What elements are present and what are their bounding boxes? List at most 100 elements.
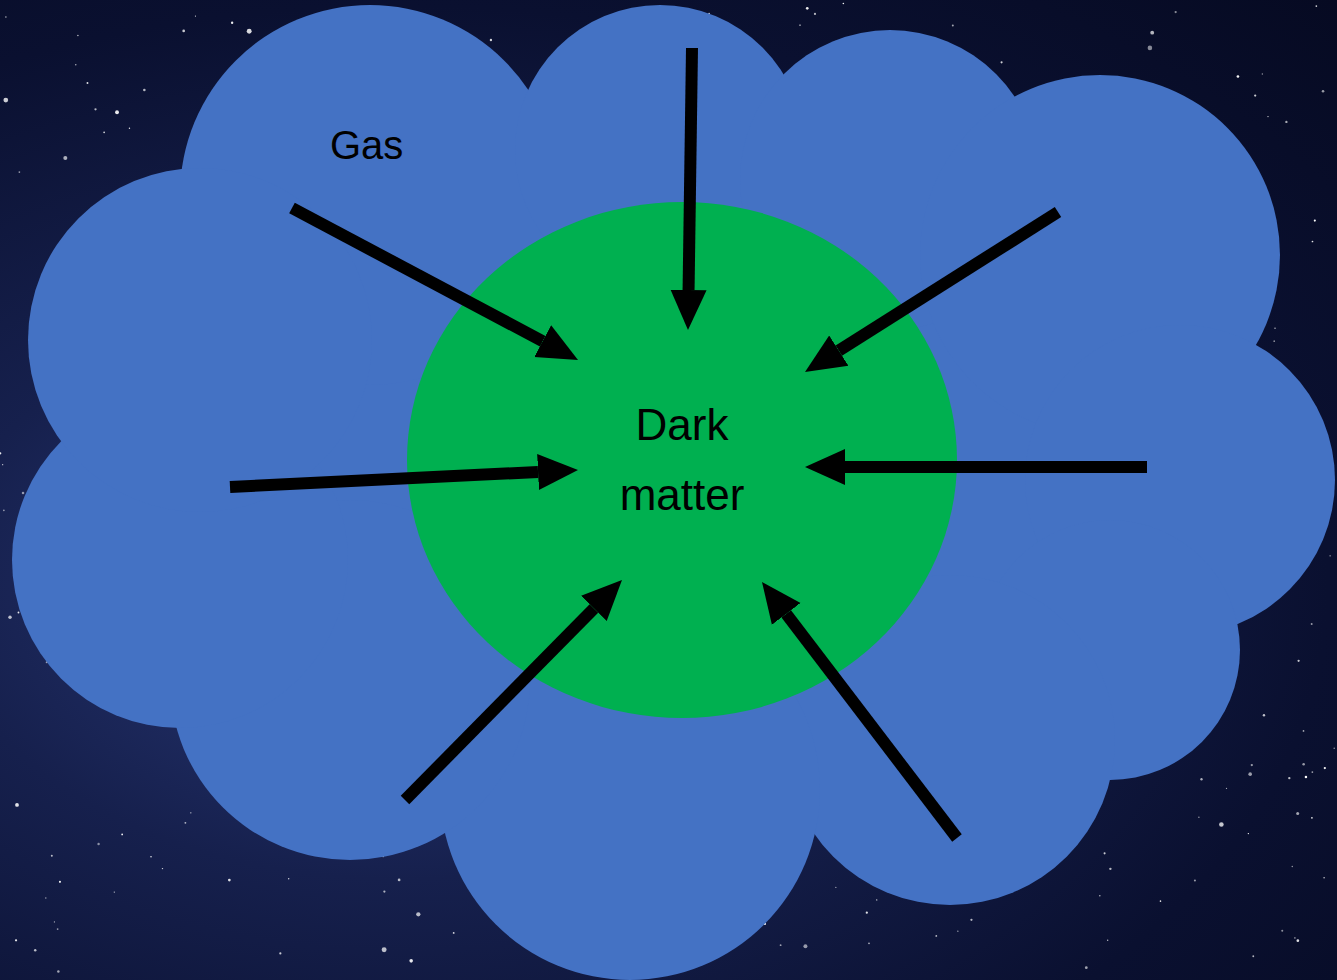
star	[1222, 266, 1223, 267]
star	[1311, 623, 1313, 625]
star	[587, 403, 589, 405]
star	[1185, 337, 1187, 339]
star	[239, 251, 243, 255]
star	[1333, 748, 1334, 749]
star	[1104, 852, 1106, 854]
star	[1248, 772, 1252, 776]
star	[232, 678, 235, 681]
ellipse-outline	[407, 202, 957, 718]
region-label: Gas	[330, 121, 403, 169]
star	[539, 564, 540, 565]
star	[961, 370, 963, 372]
star	[708, 13, 710, 15]
star	[466, 203, 470, 207]
star	[445, 293, 447, 295]
star	[1150, 31, 1154, 35]
star	[346, 120, 349, 123]
star	[1174, 316, 1175, 317]
star	[875, 297, 878, 300]
star	[475, 714, 477, 716]
star	[1322, 90, 1325, 93]
star	[983, 168, 984, 169]
star	[54, 921, 55, 922]
gas-cloud: GasDark matter	[12, 5, 1335, 978]
star	[18, 171, 20, 173]
star	[305, 643, 307, 645]
star	[1144, 444, 1146, 446]
star	[458, 824, 460, 826]
star	[5, 16, 7, 18]
star	[563, 86, 565, 88]
star	[889, 836, 890, 837]
star	[272, 361, 274, 363]
star	[864, 524, 866, 526]
cloud-bump	[920, 75, 1280, 435]
star	[417, 374, 419, 376]
star	[862, 286, 864, 288]
star	[412, 182, 414, 184]
star	[1166, 295, 1168, 297]
star	[790, 543, 791, 544]
star	[582, 855, 584, 857]
star	[1183, 264, 1185, 266]
star	[587, 299, 590, 302]
star	[180, 318, 184, 322]
star	[599, 285, 600, 286]
star	[1297, 660, 1299, 662]
star	[1219, 822, 1224, 827]
star	[103, 131, 105, 133]
star	[835, 41, 836, 42]
star	[353, 250, 356, 253]
star	[1055, 129, 1057, 131]
star	[870, 74, 875, 79]
star	[1235, 306, 1238, 309]
star	[3, 509, 5, 511]
star	[1288, 777, 1290, 779]
star	[574, 804, 577, 807]
arrow	[845, 461, 1147, 473]
star	[378, 611, 381, 614]
star	[57, 970, 59, 972]
star	[790, 583, 792, 585]
star	[241, 554, 244, 557]
star	[538, 803, 542, 807]
star	[1183, 128, 1187, 132]
star	[156, 184, 158, 186]
star	[898, 167, 902, 171]
star	[642, 818, 643, 819]
star	[214, 722, 216, 724]
star	[1267, 116, 1268, 117]
star	[818, 391, 819, 392]
star	[1138, 487, 1140, 489]
star	[841, 253, 846, 258]
star	[1194, 880, 1196, 882]
star	[660, 374, 662, 376]
star	[1296, 812, 1299, 815]
cloud-bump	[28, 168, 372, 512]
star	[780, 944, 782, 946]
star	[1185, 197, 1187, 199]
star	[34, 949, 36, 951]
star	[478, 42, 481, 45]
star	[1001, 61, 1003, 63]
star	[631, 206, 632, 207]
star	[313, 788, 315, 790]
star	[1324, 767, 1326, 769]
star	[1273, 340, 1275, 342]
star	[1113, 386, 1114, 387]
star	[683, 695, 685, 697]
cloud-bump	[515, 5, 805, 295]
star	[597, 611, 599, 613]
star	[499, 263, 504, 268]
cloud-bump	[740, 30, 1040, 330]
star	[849, 692, 851, 694]
star	[1122, 516, 1124, 518]
star	[971, 234, 972, 235]
star	[980, 809, 981, 810]
star	[472, 55, 475, 58]
star	[490, 898, 494, 902]
star	[1261, 212, 1263, 214]
star	[45, 897, 47, 899]
star	[1281, 930, 1283, 932]
cloud-bump	[170, 500, 530, 860]
